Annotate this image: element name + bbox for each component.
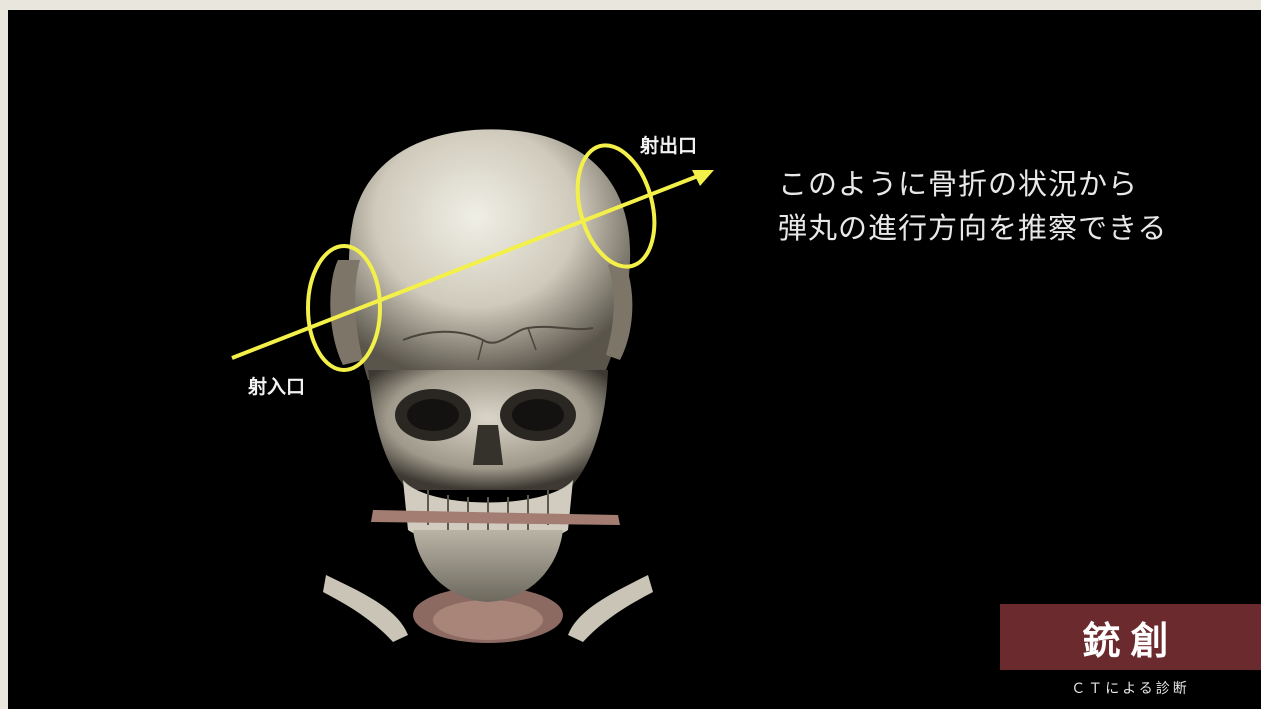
topic-subtitle: ＣＴによる診断 (1000, 678, 1261, 698)
topic-badge: 銃創 (1000, 604, 1261, 670)
entry-wound-label: 射入口 (248, 372, 305, 399)
caption-line-1: このように骨折の状況から (778, 162, 1167, 206)
caption-line-2: 弾丸の進行方向を推察できる (778, 206, 1167, 250)
exit-wound-label: 射出口 (640, 131, 697, 158)
caption-text: このように骨折の状況から 弾丸の進行方向を推察できる (778, 162, 1167, 250)
video-frame: 射入口 射出口 このように骨折の状況から 弾丸の進行方向を推察できる 銃創 ＣＴ… (8, 10, 1261, 709)
skull (330, 129, 632, 602)
